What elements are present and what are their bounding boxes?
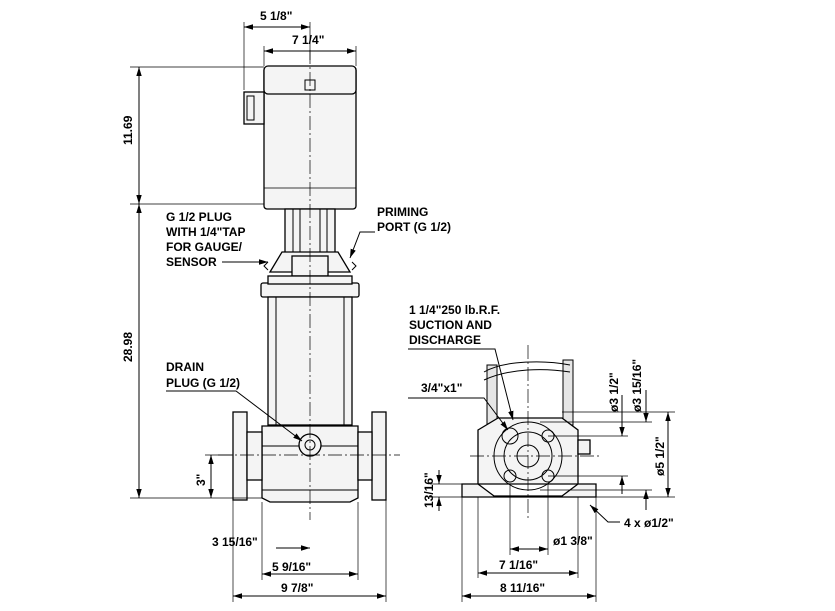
dim-thread-size: 3/4"x1" (421, 381, 462, 395)
front-view (218, 50, 400, 520)
dim-motor-height: 11.69 (121, 115, 135, 145)
drain-label-2: PLUG (G 1/2) (166, 376, 240, 390)
suction-label-3: DISCHARGE (409, 333, 481, 347)
plug-label-3: FOR GAUGE/ (166, 240, 243, 254)
dim-flange-width: 9 7/8" (281, 581, 313, 595)
right-flange (371, 411, 387, 501)
drain-label-1: DRAIN (166, 360, 204, 374)
dimension-lines (130, 22, 675, 602)
plug-label-1: G 1/2 PLUG (166, 210, 232, 224)
suction-label-1: 1 1/4"250 lb.R.F. (409, 303, 500, 317)
priming-label-2: PORT (G 1/2) (377, 220, 451, 234)
left-flange (232, 411, 248, 501)
dim-bolt-spacing: 7 1/16" (499, 558, 538, 572)
leader-lines (166, 231, 620, 523)
side-view (461, 345, 600, 520)
priming-label-1: PRIMING (377, 205, 428, 219)
dim-top-width-2: 7 1/4" (292, 33, 324, 47)
terminal-box-lid (246, 95, 255, 121)
dim-bolt-circle-1: ø3 1/2" (607, 372, 621, 412)
plug-label-4: SENSOR (166, 255, 217, 269)
dim-side-width: 8 11/16" (500, 581, 545, 595)
dim-bolt-circle-2: ø3 15/16" (630, 359, 644, 412)
dim-flange-dia: ø5 1/2" (653, 436, 667, 476)
callout-labels: G 1/2 PLUG WITH 1/4"TAP FOR GAUGE/ SENSO… (166, 205, 500, 390)
dim-hole-dia-small: ø1 3/8" (553, 534, 593, 548)
dim-foot-spacing: 5 9/16" (272, 560, 311, 574)
dim-foot-height: 13/16" (422, 472, 436, 508)
dim-top-width-1: 5 1/8" (260, 9, 292, 23)
plug-label-2: WITH 1/4"TAP (166, 225, 245, 239)
dimension-labels: 5 1/8" 7 1/4" 11.69 28.98 3" 3 15/16" 5 … (121, 9, 674, 595)
suction-label-2: SUCTION AND (409, 318, 492, 332)
dim-base-height: 3" (194, 474, 208, 486)
dim-overall-height: 28.98 (121, 332, 135, 362)
dim-mounting-holes: 4 x ø1/2" (624, 516, 674, 530)
side-foot (461, 483, 597, 498)
dim-flange-offset: 3 15/16" (212, 535, 258, 549)
